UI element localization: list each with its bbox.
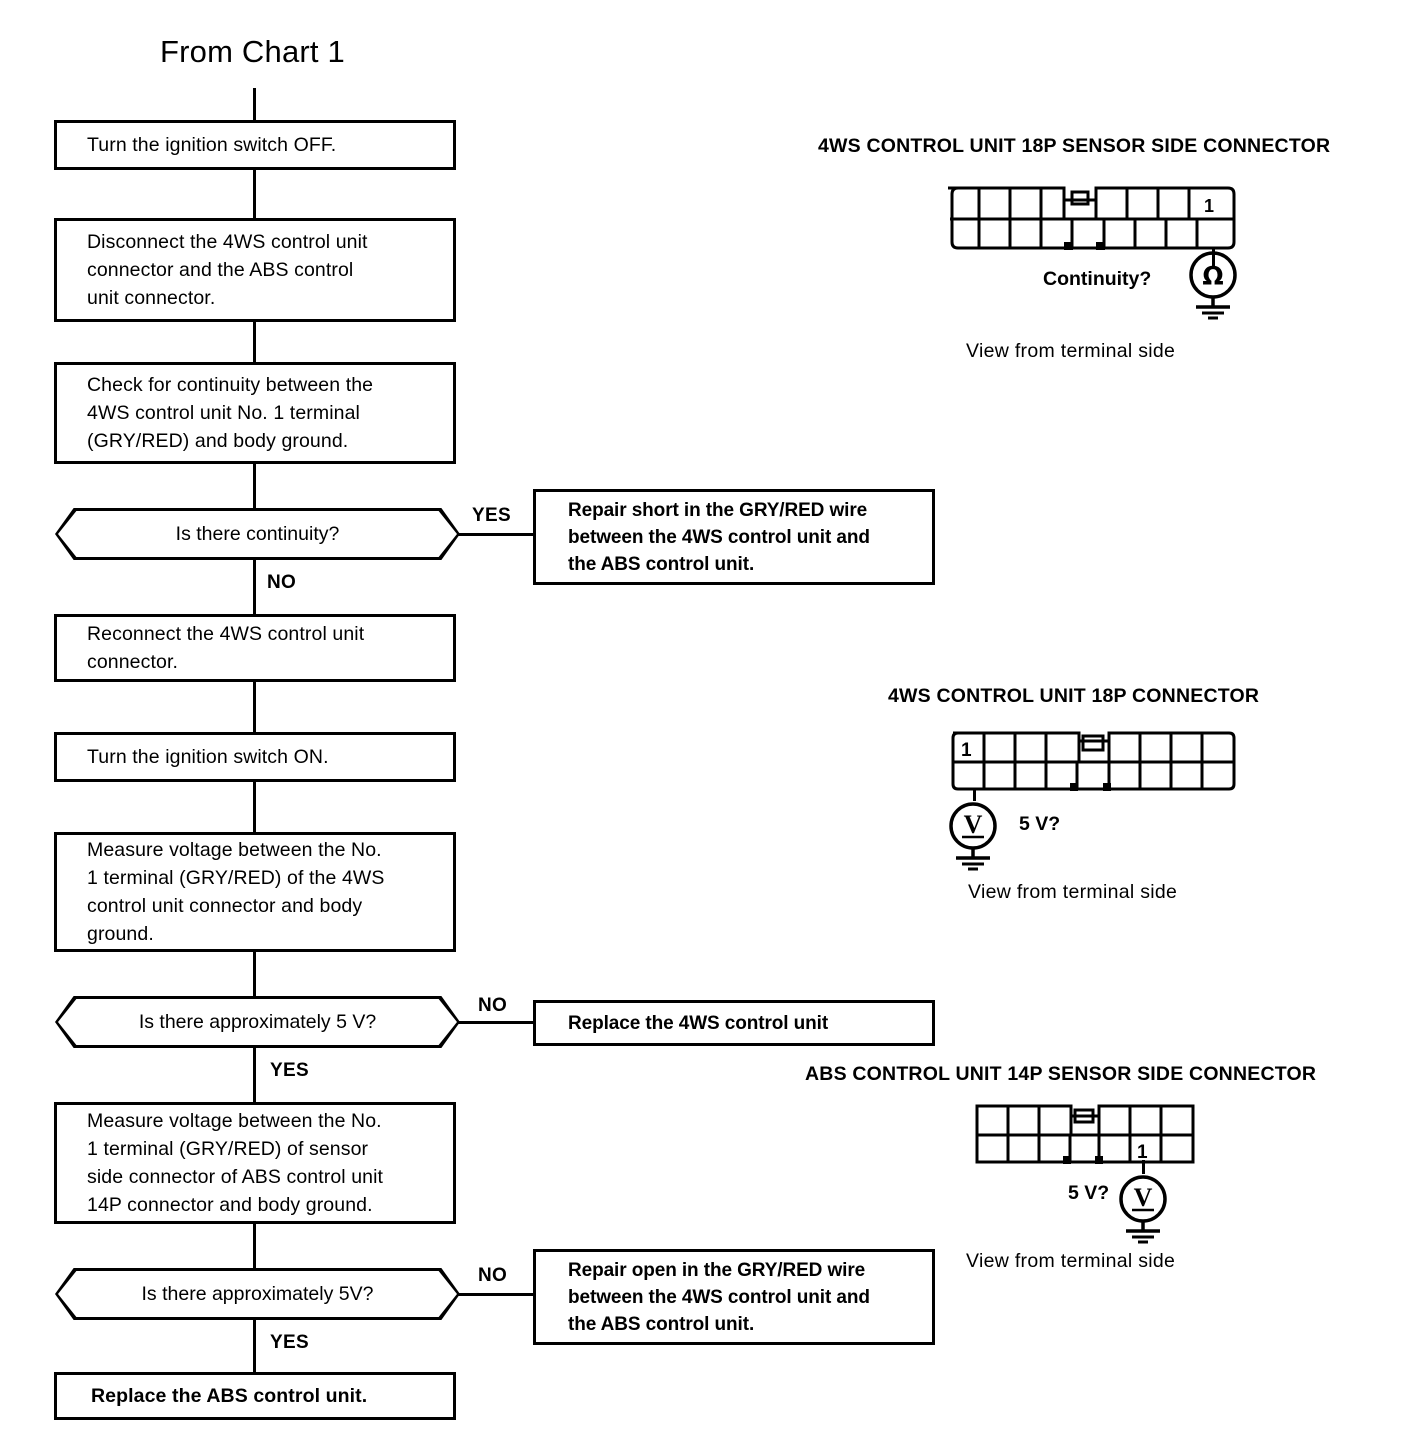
result-replace-4ws-text: Replace the 4WS control unit: [568, 1012, 829, 1034]
connector-4ws-18p-title: 4WS CONTROL UNIT 18P CONNECTOR: [888, 685, 1260, 707]
connector-4ws-18p-sensor-view-label: View from terminal side: [966, 340, 1176, 362]
connector-4ws-18p-measure-label: 5 V?: [1019, 813, 1061, 835]
decision-continuity: Is there continuity?: [55, 508, 460, 560]
flow-line-step1-to-step2: [253, 168, 256, 220]
step-ignition-on-text: Turn the ignition switch ON.: [87, 746, 329, 768]
result-replace-abs-text: Replace the ABS control unit.: [91, 1385, 368, 1407]
branch-label-5vabs-no: NO: [478, 1265, 508, 1286]
branch-label-continuity-yes: YES: [472, 505, 511, 526]
decision-5v-4ws: Is there approximately 5 V?: [55, 996, 460, 1048]
connector-abs-14p-sensor-view-label: View from terminal side: [966, 1250, 1176, 1272]
flow-line-step3-to-decision1: [253, 462, 256, 510]
step-disconnect: Disconnect the 4WS control unit connecto…: [54, 218, 456, 322]
flow-line-decision3-to-result4: [253, 1318, 256, 1374]
connector-4ws-18p-sensor-title: 4WS CONTROL UNIT 18P SENSOR SIDE CONNECT…: [818, 135, 1331, 157]
result-replace-abs: Replace the ABS control unit.: [54, 1372, 456, 1420]
svg-text:V: V: [964, 810, 983, 839]
step-disconnect-text: Disconnect the 4WS control unit connecto…: [87, 231, 368, 309]
step-measure-abs: Measure voltage between the No. 1 termin…: [54, 1102, 456, 1224]
branch-line-continuity-yes: [458, 533, 534, 536]
decision-5v-4ws-text: Is there approximately 5 V?: [138, 1010, 377, 1033]
step-measure-4ws: Measure voltage between the No. 1 termin…: [54, 832, 456, 952]
probe-lead-ohmmeter: [1212, 248, 1215, 266]
connector-abs-14p-sensor-pin-1: 1: [1137, 1142, 1148, 1163]
branch-label-continuity-no: NO: [267, 572, 297, 593]
connector-abs-14p-sensor-measure-label: 5 V?: [1068, 1182, 1110, 1204]
result-repair-short: Repair short in the GRY/RED wire between…: [533, 489, 935, 585]
step-reconnect: Reconnect the 4WS control unit connector…: [54, 614, 456, 682]
connector-4ws-18p-diagram: 1: [951, 731, 1237, 793]
result-repair-short-text: Repair short in the GRY/RED wire between…: [568, 499, 870, 575]
probe-lead-voltmeter-4ws: [973, 789, 976, 801]
ohmmeter-symbol: Ω: [1182, 244, 1246, 325]
result-repair-open: Repair open in the GRY/RED wire between …: [533, 1249, 935, 1345]
flow-line-step7-to-decision3: [253, 1222, 256, 1270]
connector-4ws-18p-pin-1: 1: [961, 740, 972, 761]
branch-line-5v4ws-no: [458, 1021, 534, 1024]
connector-4ws-18p-sensor-pin-1: 1: [1204, 196, 1214, 216]
step-ignition-off: Turn the ignition switch OFF.: [54, 120, 456, 170]
connector-4ws-18p-sensor-diagram: 1: [946, 186, 1236, 252]
step-ignition-on: Turn the ignition switch ON.: [54, 732, 456, 782]
voltmeter-symbol-abs: V: [1114, 1170, 1176, 1249]
step-measure-abs-text: Measure voltage between the No. 1 termin…: [87, 1110, 384, 1216]
branch-line-5vabs-no: [458, 1293, 534, 1296]
connector-4ws-18p-sensor-measure-label: Continuity?: [1043, 268, 1152, 290]
flow-line-decision2-to-step7: [253, 1046, 256, 1104]
flow-line-step6-to-decision2: [253, 950, 256, 1004]
connector-4ws-18p-view-label: View from terminal side: [968, 881, 1178, 903]
connector-abs-14p-sensor-title: ABS CONTROL UNIT 14P SENSOR SIDE CONNECT…: [805, 1063, 1317, 1085]
flow-line-step5-to-step6: [253, 780, 256, 834]
step-ignition-off-text: Turn the ignition switch OFF.: [87, 134, 337, 156]
connector-abs-14p-sensor-diagram: 1: [975, 1104, 1195, 1166]
flow-line-step2-to-step3: [253, 320, 256, 364]
voltmeter-symbol-4ws: V: [944, 797, 1006, 876]
result-replace-4ws: Replace the 4WS control unit: [533, 1000, 935, 1046]
branch-label-5v4ws-yes: YES: [270, 1060, 309, 1081]
step-check-continuity: Check for continuity between the 4WS con…: [54, 362, 456, 464]
decision-5v-abs-text: Is there approximately 5V?: [141, 1282, 374, 1305]
svg-text:V: V: [1134, 1183, 1153, 1212]
flow-line-decision1-to-step4: [253, 560, 256, 616]
step-reconnect-text: Reconnect the 4WS control unit connector…: [87, 623, 365, 673]
flow-line-step4-to-step5: [253, 680, 256, 734]
svg-text:Ω: Ω: [1202, 261, 1223, 290]
branch-label-5v4ws-no: NO: [478, 995, 508, 1016]
step-check-continuity-text: Check for continuity between the 4WS con…: [87, 374, 374, 452]
decision-continuity-text: Is there continuity?: [175, 522, 340, 545]
step-measure-4ws-text: Measure voltage between the No. 1 termin…: [87, 839, 385, 945]
page-title: From Chart 1: [160, 34, 345, 69]
decision-5v-abs: Is there approximately 5V?: [55, 1268, 460, 1320]
result-repair-open-text: Repair open in the GRY/RED wire between …: [568, 1259, 870, 1335]
branch-label-5vabs-yes: YES: [270, 1332, 309, 1353]
probe-lead-voltmeter-abs: [1142, 1160, 1145, 1174]
flow-line-title-to-step1: [253, 88, 256, 122]
